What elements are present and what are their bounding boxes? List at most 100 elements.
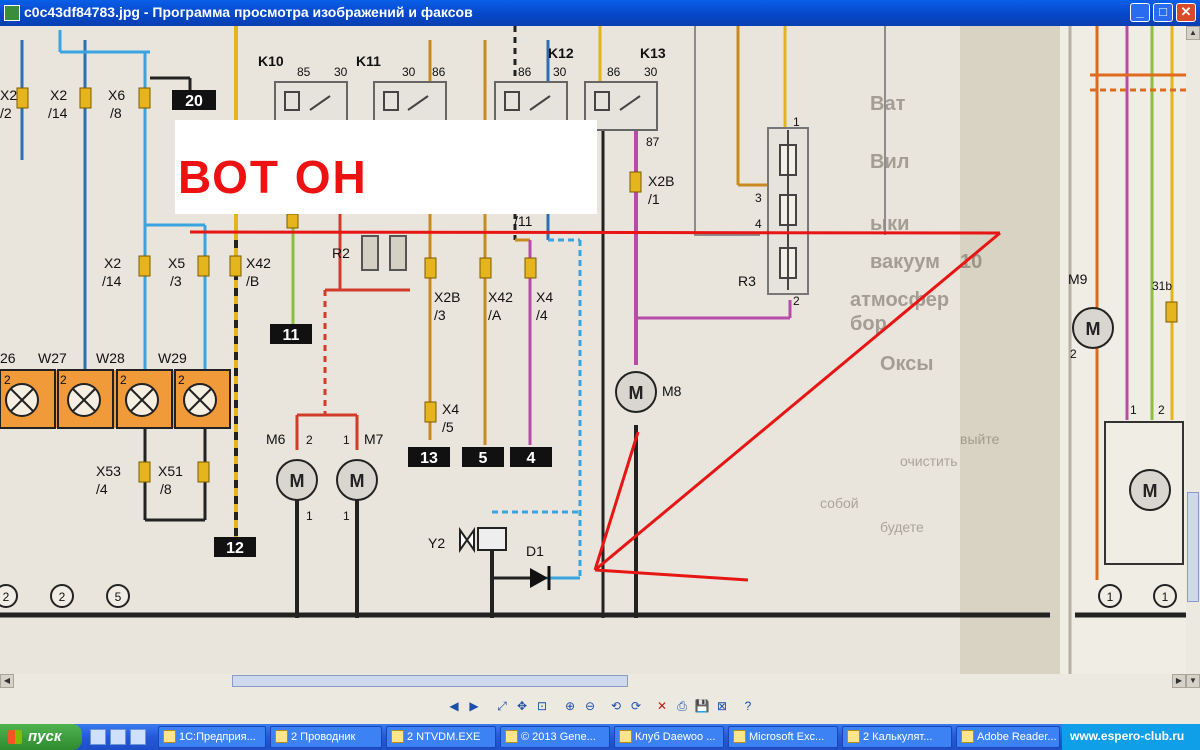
pin-label: 30 xyxy=(553,65,567,79)
pin-label: 2 xyxy=(60,373,67,387)
connector-label: /5 xyxy=(442,419,454,435)
scroll-up-icon[interactable]: ▲ xyxy=(1186,26,1200,40)
connector-label: /14 xyxy=(102,273,122,289)
print-button[interactable]: ⎙ xyxy=(677,699,687,713)
scroll-right-icon[interactable]: ▶ xyxy=(1172,674,1186,688)
connector-label: /B xyxy=(246,273,259,289)
taskbar-item-label: 2 Калькулят... xyxy=(863,731,933,743)
pdf-icon xyxy=(961,730,974,743)
connector-label: X51 xyxy=(158,463,183,479)
taskbar-item-label: Microsoft Exc... xyxy=(749,731,825,743)
pin-label: 2 xyxy=(4,373,11,387)
component-label: D1 xyxy=(526,543,544,559)
actual-size-button[interactable]: ✥ xyxy=(516,699,528,713)
window-title: c0c43df84783.jpg - Программа просмотра и… xyxy=(24,4,473,20)
browser-icon xyxy=(619,730,632,743)
taskbar-item[interactable]: 2 Проводник xyxy=(270,726,382,748)
excel-icon xyxy=(733,730,746,743)
scroll-down-icon[interactable]: ▼ xyxy=(1186,674,1200,688)
connector-label: X2 xyxy=(104,255,121,271)
next-image-button[interactable]: ▶ xyxy=(469,699,479,713)
connector-label: /8 xyxy=(160,481,172,497)
relay-label: K12 xyxy=(548,45,574,61)
ground-label: 1 xyxy=(1162,590,1169,604)
horizontal-scroll-thumb[interactable] xyxy=(232,675,628,687)
delete-button[interactable]: ✕ xyxy=(656,699,668,713)
connector-label: /3 xyxy=(170,273,182,289)
watermark-text: www.espero-club.ru xyxy=(1070,729,1185,743)
book-text: будете xyxy=(880,519,924,535)
edit-button[interactable]: ⊠ xyxy=(716,699,728,713)
motor-symbol: M xyxy=(350,471,365,491)
start-label: пуск xyxy=(28,728,62,745)
ground-label: 2 xyxy=(3,590,10,604)
book-text: атмосфер xyxy=(850,289,949,311)
pin-label: 1 xyxy=(343,433,350,447)
book-text: выйте xyxy=(960,431,1000,447)
maximize-button[interactable]: □ xyxy=(1153,3,1173,22)
connector-label: /3 xyxy=(434,307,446,323)
taskbar-item[interactable]: Клуб Daewoo ... xyxy=(614,726,724,748)
connector-label: X4 xyxy=(442,401,459,417)
previous-image-button[interactable]: ◀ xyxy=(449,699,459,713)
pin-label: 1 xyxy=(343,509,350,523)
pin-label: 30 xyxy=(402,65,416,79)
taskbar-item[interactable]: © 2013 Gene... xyxy=(500,726,610,748)
connector-label: X2 xyxy=(0,87,17,103)
rotate-counterclockwise-button[interactable]: ⟳ xyxy=(630,699,642,713)
connector-label: X2B xyxy=(434,289,460,305)
zoom-out-button[interactable]: ⊖ xyxy=(584,699,596,713)
slideshow-button[interactable]: ⊡ xyxy=(536,699,548,713)
taskbar-item[interactable]: 2 Калькулят... xyxy=(842,726,952,748)
quicklaunch-explorer-icon[interactable] xyxy=(130,729,146,745)
connector-label: /4 xyxy=(96,481,108,497)
pin-label: 30 xyxy=(334,65,348,79)
wire-label: 5 xyxy=(479,450,488,467)
taskbar-item[interactable]: Microsoft Exc... xyxy=(728,726,838,748)
quicklaunch-browser-icon[interactable] xyxy=(110,729,126,745)
taskbar-item[interactable]: 2 NTVDM.EXE xyxy=(386,726,496,748)
quicklaunch-desktop-icon[interactable] xyxy=(90,729,106,745)
horizontal-scrollbar[interactable]: ◀ ▶ xyxy=(0,674,1186,688)
pin-label: 86 xyxy=(607,65,621,79)
help-button[interactable]: ? xyxy=(744,699,752,713)
minimize-button[interactable]: _ xyxy=(1130,3,1150,22)
book-text: собой xyxy=(820,495,859,511)
scroll-left-icon[interactable]: ◀ xyxy=(0,674,14,688)
taskbar-item[interactable]: 1С:Предприя... xyxy=(158,726,266,748)
taskbar-item[interactable]: Adobe Reader... xyxy=(956,726,1060,748)
app-icon xyxy=(391,730,404,743)
lamp-label: 26 xyxy=(0,350,16,366)
motor-symbol: M xyxy=(629,383,644,403)
resistor-label: R2 xyxy=(332,245,350,261)
motor-symbol: M xyxy=(1143,481,1158,501)
pin-label: 2 xyxy=(1070,347,1077,361)
book-text: Оксы xyxy=(880,353,934,375)
wiring-diagram-image: Ват Вил ыки вакуум 10 атмосфер бор Оксы … xyxy=(0,26,1186,674)
connector-label: /4 xyxy=(536,307,548,323)
title-bar[interactable]: c0c43df84783.jpg - Программа просмотра и… xyxy=(0,0,1200,26)
connector-label: 31b xyxy=(1152,279,1172,293)
motor-label: M8 xyxy=(662,383,682,399)
vertical-scroll-thumb[interactable] xyxy=(1187,492,1199,602)
pin-label: 2 xyxy=(1158,403,1165,417)
pin-label: 30 xyxy=(644,65,658,79)
motor-label: M7 xyxy=(364,431,384,447)
zoom-in-button[interactable]: ⊕ xyxy=(564,699,576,713)
close-button[interactable]: ✕ xyxy=(1176,3,1196,22)
taskbar-item-label: 1С:Предприя... xyxy=(179,731,256,743)
image-canvas[interactable]: Ват Вил ыки вакуум 10 атмосфер бор Оксы … xyxy=(0,26,1186,674)
wire-label: 12 xyxy=(226,540,244,557)
best-fit-button[interactable]: ⤢ xyxy=(497,699,507,713)
vertical-scrollbar[interactable]: ▲ ▼ xyxy=(1186,26,1200,688)
connector-label: X53 xyxy=(96,463,121,479)
book-text: ыки xyxy=(870,213,909,235)
image-viewer-icon xyxy=(4,5,20,21)
start-button[interactable]: пуск xyxy=(0,724,82,750)
pin-label: 1 xyxy=(306,509,313,523)
book-text: бор xyxy=(850,313,887,335)
lamp-label: W29 xyxy=(158,350,187,366)
ground-label: 1 xyxy=(1107,590,1114,604)
save-copy-button[interactable]: 💾 xyxy=(694,699,710,713)
rotate-clockwise-button[interactable]: ⟲ xyxy=(610,699,622,713)
